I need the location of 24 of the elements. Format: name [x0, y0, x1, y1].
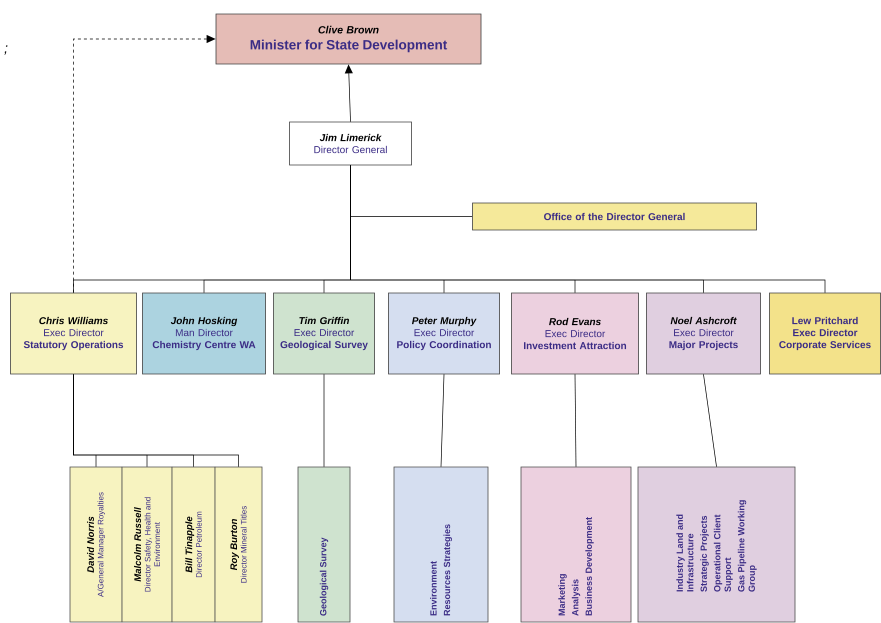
org-box: Clive Brown Minister for State Development [216, 14, 482, 64]
section-box: Environment Resources Strategies [394, 466, 488, 622]
connector-line [350, 165, 826, 293]
org-box: Office of the Director General [472, 202, 757, 230]
section-box: Marketing Analysis Business Development [520, 466, 632, 622]
section-box: Industry Land and Infrastructure Strategic Projects Operational Client Support Gas Pipeline Working Group [638, 466, 796, 622]
org-box: Noel Ashcroft Exec Director Major Projects [646, 292, 761, 374]
connector-line [574, 374, 576, 467]
org-box: Chris Williams Exec Director Statutory Operations [10, 292, 137, 374]
org-box: Lew Pritchard Exec Director Corporate Services [769, 292, 881, 374]
section-box: Roy Burton Director Mineral Titles [214, 466, 262, 622]
org-box: John Hosking Man Director Chemistry Centre WA [142, 292, 266, 374]
connector-line [440, 374, 444, 467]
org-box: Tim Griffin Exec Director Geological Survey [273, 292, 375, 374]
section-box: Geological Survey [298, 466, 350, 622]
connector-line [73, 374, 239, 467]
text-fragment: ; [4, 45, 8, 55]
org-box: Jim Limerick Director General [289, 122, 412, 166]
section-box: David Norris A/General Manager Royalties [70, 466, 122, 622]
section-box: Malcolm Russell Director Safety, Health and Environment [122, 466, 172, 622]
section-box: Bill Tinapple Director Petroleum [172, 466, 216, 622]
org-box: Rod Evans Exec Director Investment Attraction [511, 292, 639, 374]
org-box: Peter Murphy Exec Director Policy Coordination [388, 292, 500, 374]
connector-line [703, 374, 717, 467]
